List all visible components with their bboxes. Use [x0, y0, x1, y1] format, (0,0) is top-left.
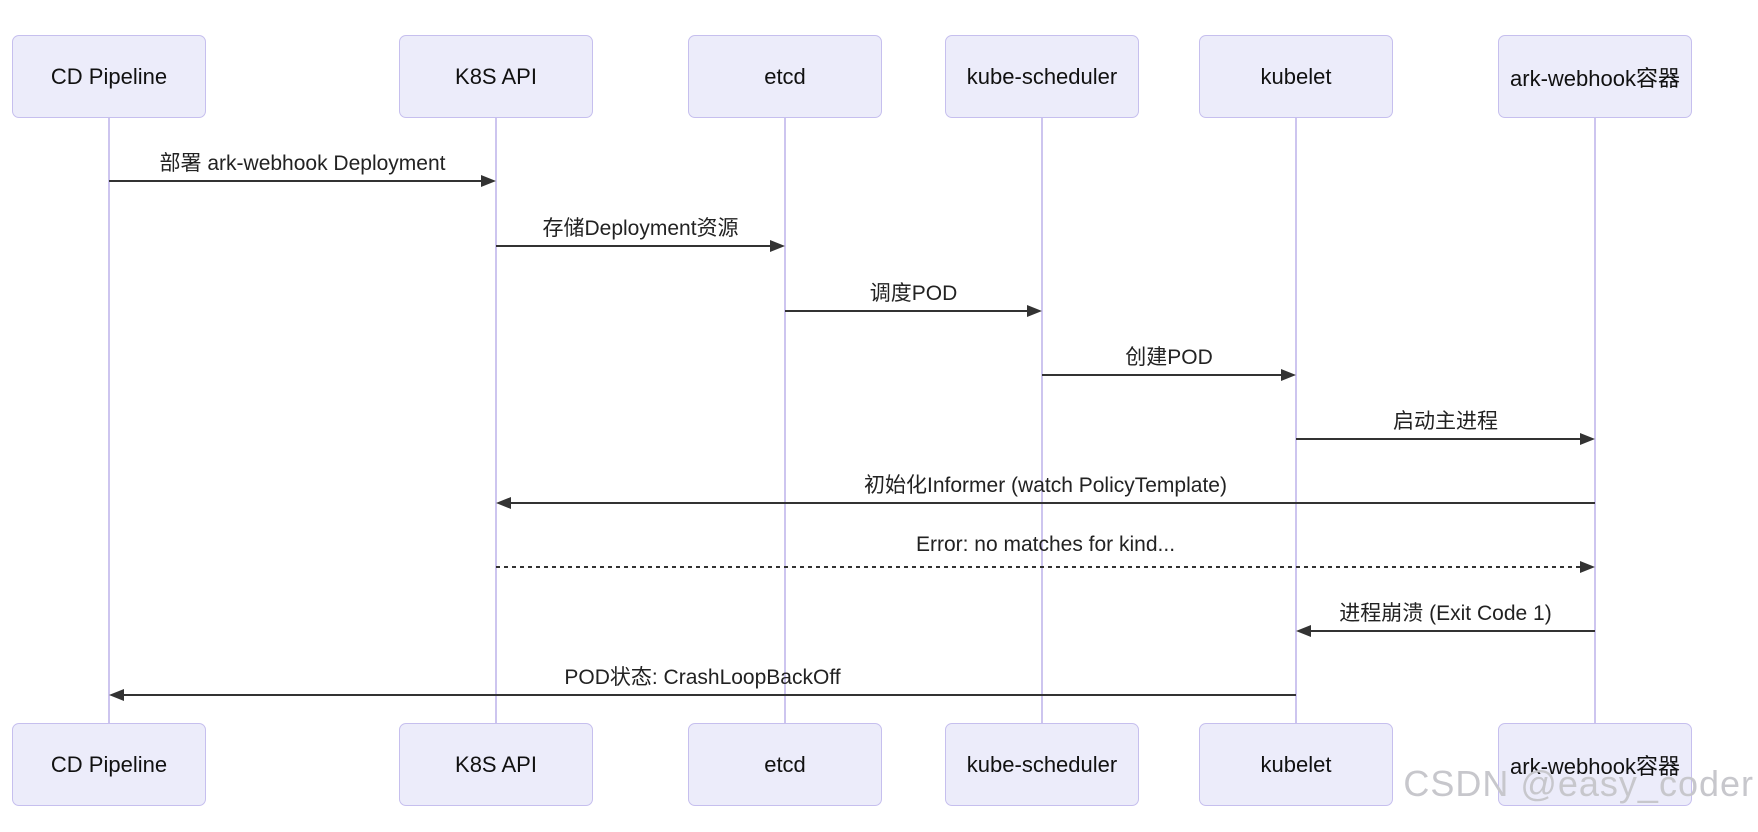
lifeline-kube-scheduler — [1041, 118, 1043, 723]
actor-box-top-kube-scheduler: kube-scheduler — [945, 35, 1139, 118]
actor-label: CD Pipeline — [50, 63, 168, 89]
actor-label: etcd — [764, 63, 806, 89]
lifeline-kubelet — [1295, 118, 1297, 723]
message-line-4 — [1296, 438, 1584, 440]
actor-box-top-kubelet: kubelet — [1199, 35, 1393, 118]
message-label-8: POD状态: CrashLoopBackOff — [564, 666, 841, 689]
message-arrowhead-6 — [1580, 561, 1595, 573]
message-arrowhead-5 — [496, 497, 511, 509]
message-arrowhead-0 — [481, 175, 496, 187]
message-line-1 — [496, 245, 774, 247]
message-label-3: 创建POD — [1125, 346, 1213, 369]
message-arrowhead-8 — [109, 689, 124, 701]
actor-label: kube-scheduler — [966, 751, 1118, 777]
actor-box-top-k8s-api: K8S API — [399, 35, 593, 118]
actor-label: K8S API — [455, 751, 537, 777]
actor-label: K8S API — [455, 63, 537, 89]
message-label-5: 初始化Informer (watch PolicyTemplate) — [864, 474, 1227, 497]
message-line-3 — [1042, 374, 1285, 376]
message-label-2: 调度POD — [869, 282, 958, 305]
lifeline-k8s-api — [495, 118, 497, 723]
actor-label: ark-webhook容器 — [1510, 65, 1680, 91]
actor-label: kube-scheduler — [966, 63, 1118, 89]
message-arrowhead-1 — [770, 240, 785, 252]
message-arrowhead-3 — [1281, 369, 1296, 381]
lifeline-etcd — [784, 118, 786, 723]
actor-label: CD Pipeline — [50, 751, 168, 777]
message-line-7 — [1307, 630, 1595, 632]
actor-box-top-etcd: etcd — [688, 35, 882, 118]
actor-box-bottom-kube-scheduler: kube-scheduler — [945, 723, 1139, 806]
actor-box-bottom-cd-pipeline: CD Pipeline — [12, 723, 206, 806]
actor-label: kubelet — [1260, 751, 1332, 777]
message-line-0 — [109, 180, 485, 182]
watermark: CSDN @easy_coder — [1403, 763, 1754, 804]
message-line-2 — [785, 310, 1031, 312]
actor-box-top-cd-pipeline: CD Pipeline — [12, 35, 206, 118]
message-line-5 — [507, 502, 1595, 504]
message-arrowhead-4 — [1580, 433, 1595, 445]
message-arrowhead-2 — [1027, 305, 1042, 317]
actor-box-bottom-kubelet: kubelet — [1199, 723, 1393, 806]
actor-box-bottom-ark-webhook: ark-webhook容器 — [1498, 723, 1692, 806]
lifeline-ark-webhook — [1594, 118, 1596, 723]
message-label-1: 存储Deployment资源 — [542, 217, 739, 240]
message-arrowhead-7 — [1296, 625, 1311, 637]
message-line-6 — [496, 566, 1584, 568]
actor-box-top-ark-webhook: ark-webhook容器 — [1498, 35, 1692, 118]
actor-label: etcd — [764, 751, 806, 777]
message-label-6: Error: no matches for kind... — [915, 533, 1176, 556]
message-label-7: 进程崩溃 (Exit Code 1) — [1339, 602, 1552, 625]
actor-label: kubelet — [1260, 63, 1332, 89]
actor-box-bottom-k8s-api: K8S API — [399, 723, 593, 806]
actor-box-bottom-etcd: etcd — [688, 723, 882, 806]
message-line-8 — [120, 694, 1296, 696]
actor-label: ark-webhook容器 — [1510, 753, 1680, 779]
message-label-0: 部署 ark-webhook Deployment — [159, 152, 446, 175]
message-label-4: 启动主进程 — [1393, 410, 1498, 433]
lifeline-cd-pipeline — [108, 118, 110, 723]
